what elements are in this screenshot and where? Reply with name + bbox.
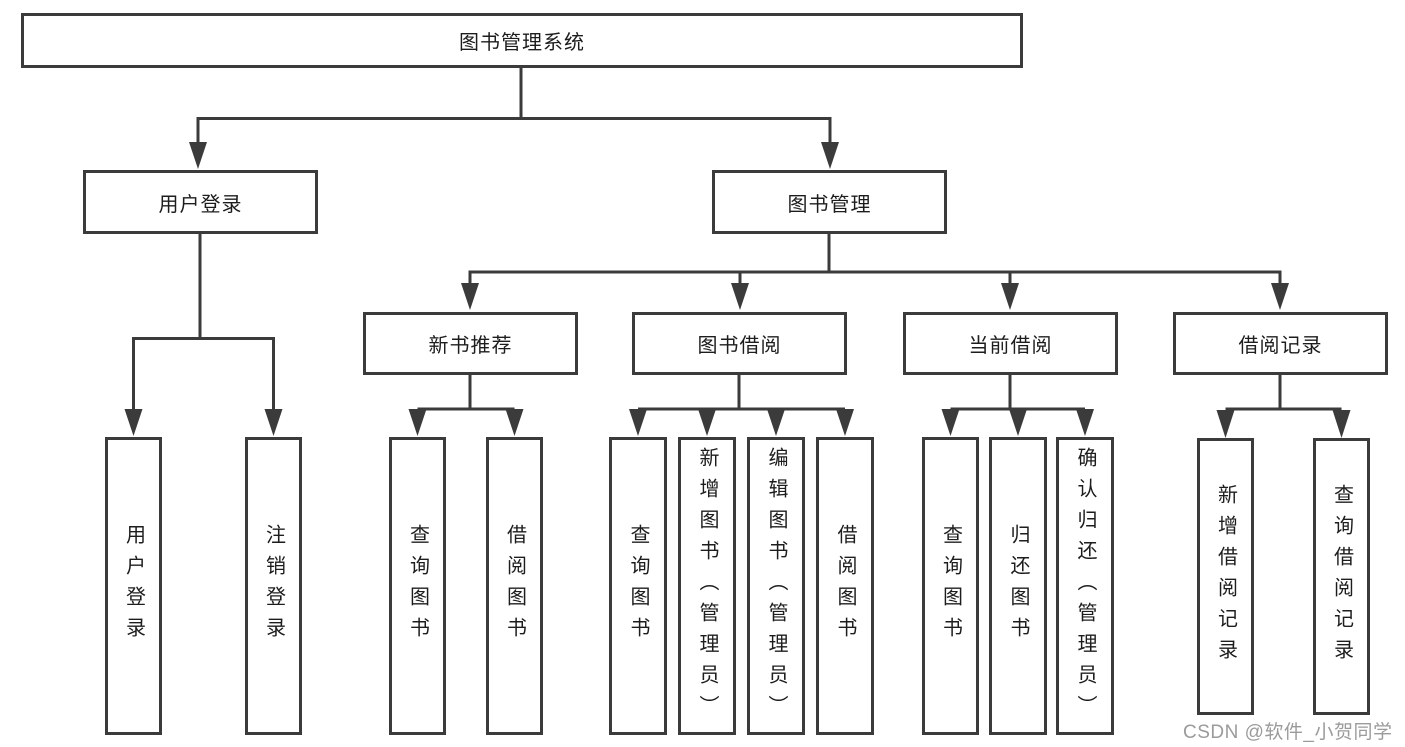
arrowhead bbox=[124, 409, 143, 436]
node-label: 查询借阅记录 bbox=[1330, 483, 1353, 670]
node-label: 图书借阅 bbox=[697, 335, 782, 357]
connector-book-mgmt-split bbox=[468, 270, 1282, 287]
arrowhead bbox=[698, 409, 716, 436]
connector-new-books-split bbox=[417, 375, 515, 411]
leaf-query-borrow-record: 查询借阅记录 bbox=[1313, 438, 1370, 715]
leaf-user-login: 用户登录 bbox=[105, 437, 162, 735]
arrowhead bbox=[461, 283, 479, 310]
arrowhead bbox=[629, 409, 647, 436]
arrowhead bbox=[408, 409, 427, 436]
node-book-borrow: 图书借阅 bbox=[632, 312, 847, 375]
connector-user-login-split bbox=[132, 337, 275, 412]
arrowhead bbox=[1332, 410, 1351, 438]
node-new-book-recommend: 新书推荐 bbox=[363, 312, 578, 375]
node-label: 新书推荐 bbox=[428, 335, 513, 357]
node-book-management: 图书管理 bbox=[712, 170, 947, 234]
leaf-borrow-books-recommend: 借阅图书 bbox=[486, 437, 543, 735]
node-label: 图书管理系统 bbox=[459, 32, 585, 54]
node-label: 借阅图书 bbox=[503, 524, 526, 648]
node-label: 借阅记录 bbox=[1238, 335, 1323, 357]
leaf-edit-book-admin: 编辑图书（管理员） bbox=[747, 437, 805, 735]
arrowhead bbox=[836, 409, 854, 436]
node-label: 查询图书 bbox=[627, 524, 649, 648]
connector-root-split bbox=[196, 117, 832, 147]
arrowhead bbox=[767, 409, 785, 436]
arrowhead bbox=[1076, 409, 1094, 436]
arrowhead bbox=[505, 409, 524, 436]
leaf-borrow-books: 借阅图书 bbox=[816, 437, 874, 735]
arrowhead bbox=[821, 142, 839, 169]
node-label: 当前借阅 bbox=[968, 335, 1053, 357]
node-root: 图书管理系统 bbox=[21, 13, 1023, 68]
leaf-query-books-current: 查询图书 bbox=[922, 437, 979, 735]
leaf-query-books-recommend: 查询图书 bbox=[389, 437, 446, 735]
node-label: 注销登录 bbox=[262, 524, 285, 648]
node-label: 图书管理 bbox=[787, 193, 872, 216]
arrowhead bbox=[1216, 410, 1235, 438]
node-label: 归还图书 bbox=[1007, 524, 1029, 648]
watermark: CSDN @软件_小贺同学 bbox=[1183, 722, 1393, 743]
leaf-query-books-borrow: 查询图书 bbox=[609, 437, 667, 735]
leaf-logout: 注销登录 bbox=[245, 437, 302, 735]
arrowhead bbox=[189, 142, 207, 169]
node-label: 借阅图书 bbox=[834, 524, 856, 648]
connector-current-borrow-split bbox=[950, 375, 1085, 413]
node-user-login: 用户登录 bbox=[83, 170, 318, 234]
node-label: 确认归还（管理员） bbox=[1074, 446, 1096, 726]
arrowhead bbox=[1001, 283, 1019, 310]
leaf-add-borrow-record: 新增借阅记录 bbox=[1197, 438, 1254, 715]
connector-book-borrow-split bbox=[638, 375, 845, 413]
arrowhead bbox=[941, 409, 960, 436]
arrowhead bbox=[731, 283, 749, 310]
node-label: 新增借阅记录 bbox=[1214, 483, 1237, 670]
connector-borrow-records-split bbox=[1225, 375, 1342, 411]
node-label: 编辑图书（管理员） bbox=[765, 446, 787, 726]
leaf-confirm-return-admin: 确认归还（管理员） bbox=[1056, 437, 1114, 735]
node-label: 查询图书 bbox=[406, 524, 429, 648]
leaf-return-books: 归还图书 bbox=[989, 437, 1047, 735]
node-borrow-records: 借阅记录 bbox=[1173, 312, 1388, 375]
arrowhead bbox=[1271, 283, 1289, 310]
arrowhead bbox=[264, 409, 283, 436]
leaf-add-book-admin: 新增图书（管理员） bbox=[678, 437, 736, 735]
node-current-borrow: 当前借阅 bbox=[903, 312, 1118, 375]
node-label: 新增图书（管理员） bbox=[696, 446, 718, 726]
arrowhead bbox=[1009, 409, 1027, 436]
node-label: 用户登录 bbox=[158, 193, 243, 216]
node-label: 用户登录 bbox=[122, 524, 145, 648]
node-label: 查询图书 bbox=[939, 524, 962, 648]
